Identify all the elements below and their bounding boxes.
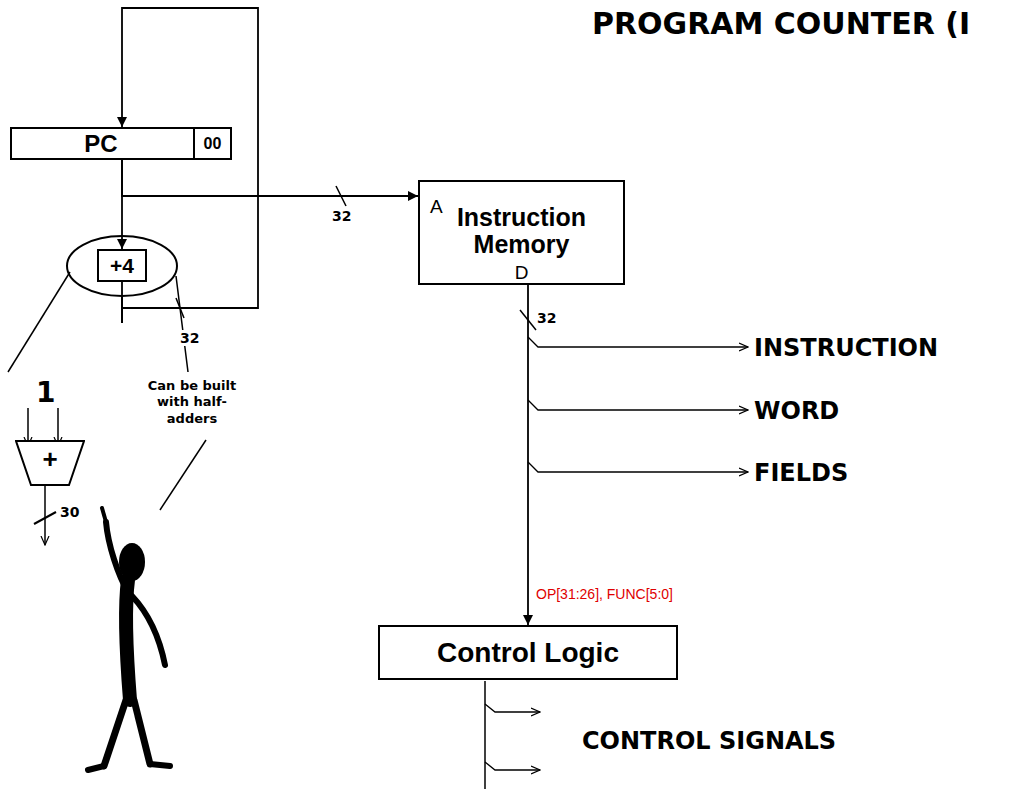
field-tap <box>528 400 748 410</box>
field-label: FIELDS <box>754 459 848 487</box>
signal-label: CONTROL SIGNALS <box>582 727 836 755</box>
increment-box: +4 <box>97 249 147 282</box>
register-box-text: PC <box>84 130 117 158</box>
constant-input: 1 <box>36 376 55 409</box>
leader-line <box>160 440 206 510</box>
leader-line <box>8 272 70 372</box>
control-box-text: Control Logic <box>437 637 619 669</box>
memory-box: AInstruction MemoryD <box>418 180 625 285</box>
bus-slash <box>34 512 56 524</box>
leader-line <box>176 276 188 372</box>
field-tap <box>528 462 748 472</box>
stick-figure <box>88 508 170 770</box>
connector-label: 32 <box>178 330 201 346</box>
memory-box-text: D <box>420 262 623 284</box>
bus-connector <box>527 285 529 625</box>
register-box: PC 00 <box>10 127 232 160</box>
bus-connector <box>122 160 418 196</box>
register-suffix-text: 00 <box>204 135 222 153</box>
field-tap <box>528 337 748 347</box>
callout-note: Can be built with half-adders <box>146 378 238 427</box>
memory-box-text: Instruction Memory <box>447 204 597 257</box>
field-label: INSTRUCTION <box>754 334 938 362</box>
bus-width: 32 <box>537 310 556 326</box>
bus-width: 30 <box>60 504 79 520</box>
adder-output <box>44 485 46 545</box>
control-bus <box>484 681 486 789</box>
register-suffix: 00 <box>193 127 232 160</box>
field-label: WORD <box>754 397 839 425</box>
increment-box-text: +4 <box>110 254 134 278</box>
adder-trapezoid: + <box>15 440 85 486</box>
diagram-title: PROGRAM COUNTER (I <box>592 6 970 41</box>
control-tap <box>485 762 540 770</box>
memory-box-text: A <box>430 196 443 218</box>
connector-label: OP[31:26], FUNC[5:0] <box>534 586 675 602</box>
connector-label: 32 <box>330 208 353 224</box>
adder-trapezoid-text: + <box>42 444 57 475</box>
bus-connector <box>121 160 123 249</box>
control-box: Control Logic <box>378 625 678 680</box>
control-tap <box>485 704 540 712</box>
